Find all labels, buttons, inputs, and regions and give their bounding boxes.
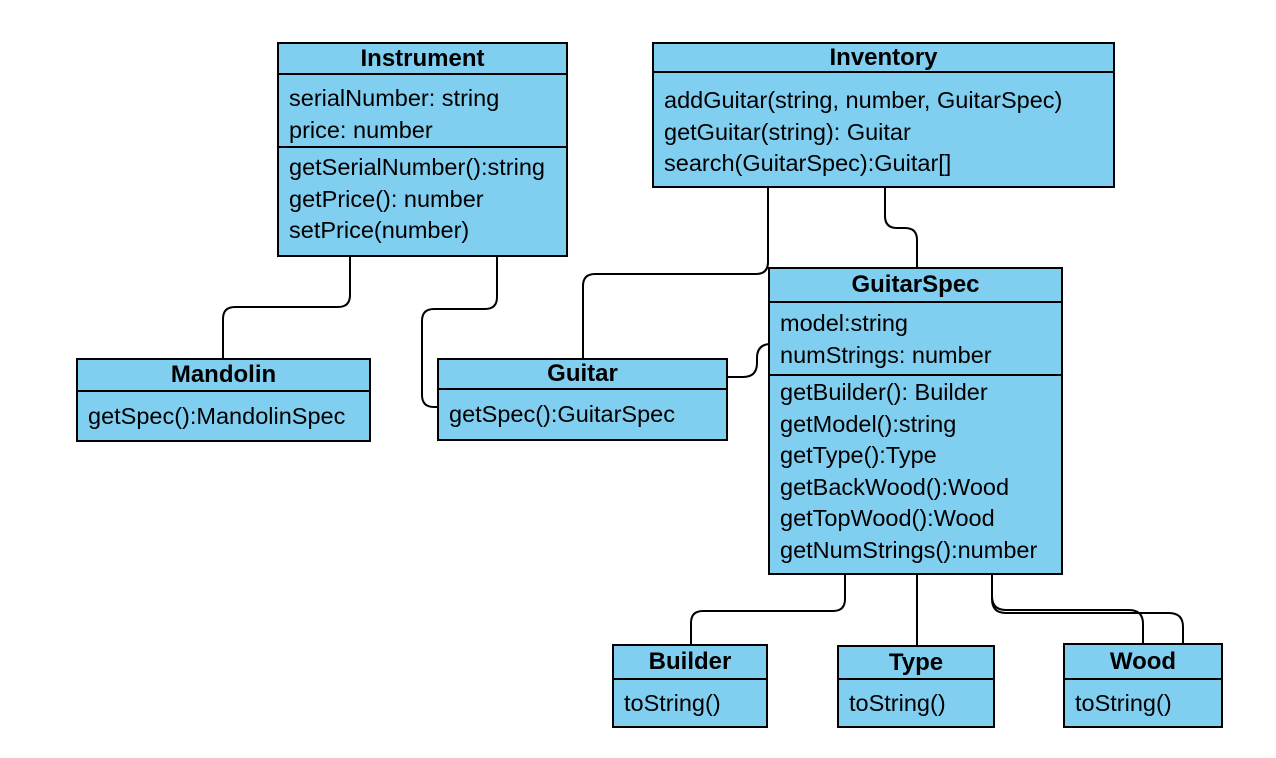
class-box-builder: Builder toString() — [612, 644, 768, 728]
class-title: Type — [839, 647, 993, 680]
method: getSerialNumber():string — [289, 154, 545, 180]
class-box-guitar: Guitar getSpec():GuitarSpec — [437, 358, 728, 441]
class-box-inventory: Inventory addGuitar(string, number, Guit… — [652, 42, 1115, 188]
class-title: GuitarSpec — [770, 269, 1061, 303]
class-title: Wood — [1065, 645, 1221, 680]
connector-inventory-guitarspec — [884, 188, 918, 267]
method: getType():Type — [780, 442, 937, 468]
class-title: Instrument — [279, 44, 566, 75]
method: getPrice(): number — [289, 185, 484, 212]
attribute: serialNumber: string — [289, 85, 500, 111]
method: getSpec():MandolinSpec — [88, 402, 346, 429]
attribute: model:string — [780, 310, 908, 336]
class-title: Inventory — [654, 44, 1113, 73]
method: addGuitar(string, number, GuitarSpec) — [664, 87, 1063, 113]
class-box-type: Type toString() — [837, 645, 995, 728]
method: toString() — [849, 689, 946, 716]
class-title: Mandolin — [78, 360, 369, 392]
attributes-section: serialNumber: string price: number — [279, 75, 566, 148]
method: search(GuitarSpec):Guitar[] — [664, 150, 952, 176]
class-box-instrument: Instrument serialNumber: string price: n… — [277, 42, 568, 257]
method: getBuilder(): Builder — [780, 379, 988, 405]
methods-section: getBuilder(): Builder getModel():string … — [770, 376, 1061, 573]
connector-inventory-guitar — [582, 188, 769, 358]
connector-guitarspec-wood-2 — [991, 575, 1184, 645]
methods-section: getSerialNumber():string getPrice(): num… — [279, 148, 566, 255]
methods-section: addGuitar(string, number, GuitarSpec) ge… — [654, 73, 1113, 186]
attribute: price: number — [289, 116, 433, 143]
class-box-wood: Wood toString() — [1063, 643, 1223, 728]
attribute: numStrings: number — [780, 341, 992, 368]
connector-guitarspec-wood-1 — [991, 575, 1144, 645]
method: getModel():string — [780, 410, 957, 437]
connector-instrument-mandolin — [222, 257, 351, 358]
method: getNumStrings():number — [780, 536, 1038, 563]
attributes-section: model:string numStrings: number — [770, 303, 1061, 376]
method: getTopWood():Wood — [780, 505, 995, 531]
method: toString() — [1075, 689, 1172, 716]
method: getSpec():GuitarSpec — [449, 401, 675, 427]
class-box-mandolin: Mandolin getSpec():MandolinSpec — [76, 358, 371, 442]
class-box-guitarspec: GuitarSpec model:string numStrings: numb… — [768, 267, 1063, 575]
connector-guitarspec-builder — [690, 575, 846, 646]
method: toString() — [624, 689, 721, 716]
class-title: Guitar — [439, 360, 726, 390]
connector-guitar-guitarspec — [728, 343, 772, 378]
method: getBackWood():Wood — [780, 473, 1010, 500]
class-title: Builder — [614, 646, 766, 680]
method: getGuitar(string): Guitar — [664, 118, 911, 145]
method: setPrice(number) — [289, 217, 470, 243]
